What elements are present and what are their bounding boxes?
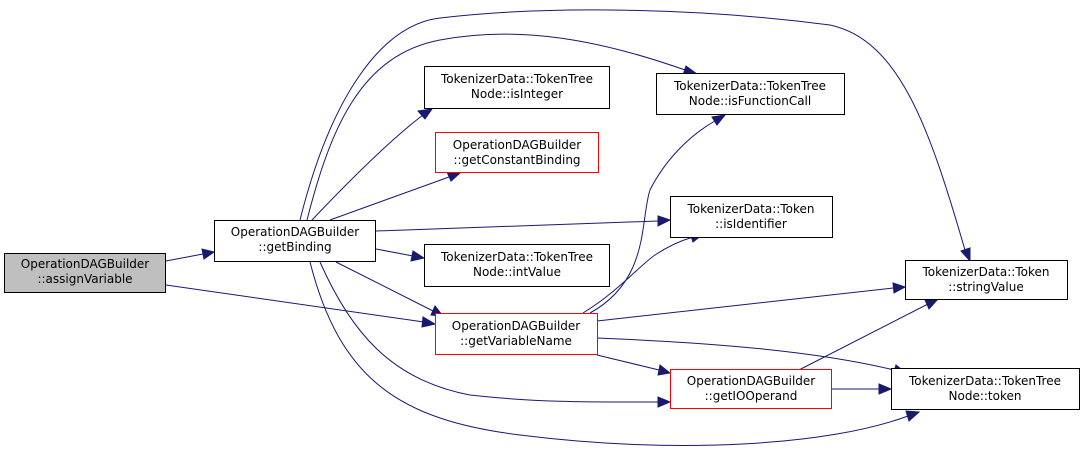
arrowhead: [657, 215, 672, 227]
arrowhead: [905, 410, 921, 422]
edges: [165, 9, 971, 446]
node-box: [214, 220, 376, 262]
node-label-line-1: TokenizerData::TokenTree: [673, 79, 826, 93]
arrowhead: [924, 298, 940, 310]
edge-get-variable-name-to-string-value: [596, 287, 894, 322]
edge-get-binding-to-get-variable-name: [335, 261, 434, 312]
nodes: OperationDAGBuilder ::assignVariable Ope…: [4, 66, 1080, 410]
edge-get-binding-to-get-io-operand: [319, 261, 659, 403]
node-label-line-2: ::getVariableName: [460, 334, 572, 348]
edge-get-variable-name-to-token: [596, 337, 895, 371]
node-get-io-operand[interactable]: OperationDAGBuilder ::getIOOperand: [670, 369, 832, 409]
arrowhead: [657, 396, 672, 408]
node-assign-variable[interactable]: OperationDAGBuilder ::assignVariable: [4, 253, 166, 293]
node-label-line-1: OperationDAGBuilder: [21, 257, 150, 271]
edge-get-variable-name-to-is-identifier: [582, 236, 694, 314]
node-box: [435, 313, 598, 355]
edge-get-binding-to-is-identifier: [375, 220, 659, 232]
node-label-line-1: TokenizerData::Token: [687, 202, 815, 216]
node-label-line-2: Node::isInteger: [471, 87, 563, 101]
arrowhead: [201, 248, 216, 260]
arrowhead: [421, 316, 437, 328]
arrowhead: [657, 364, 672, 376]
node-label-line-1: TokenizerData::TokenTree: [440, 250, 593, 264]
node-label-line-2: ::isIdentifier: [715, 217, 787, 231]
edge-get-variable-name-to-get-io-operand: [596, 354, 660, 371]
node-label-line-1: OperationDAGBuilder: [452, 319, 581, 333]
arrowhead: [446, 171, 462, 182]
node-is-identifier[interactable]: TokenizerData::Token ::isIdentifier: [670, 196, 833, 238]
node-label-line-1: OperationDAGBuilder: [231, 225, 360, 239]
node-label-line-1: OperationDAGBuilder: [687, 374, 816, 388]
node-box: [891, 368, 1080, 410]
edge-get-binding-to-is-function-call: [306, 33, 686, 221]
arrowhead: [417, 108, 434, 120]
edge-get-binding-to-get-constant-binding: [329, 176, 450, 221]
node-label-line-2: ::getConstantBinding: [453, 153, 580, 167]
node-get-variable-name[interactable]: OperationDAGBuilder ::getVariableName: [435, 313, 598, 355]
node-box: [656, 73, 845, 115]
node-label-line-2: ::getBinding: [258, 240, 331, 254]
node-label-line-1: TokenizerData::Token: [922, 265, 1050, 279]
node-label-line-2: Node::token: [949, 389, 1022, 403]
node-box: [435, 132, 599, 173]
arrowhead: [892, 282, 907, 294]
arrowhead: [410, 250, 426, 262]
edge-get-binding-to-is-integer: [311, 114, 424, 221]
node-is-function-call[interactable]: TokenizerData::TokenTree Node::isFunctio…: [656, 73, 845, 115]
node-get-binding[interactable]: OperationDAGBuilder ::getBinding: [214, 220, 376, 262]
edge-get-binding-to-int-value: [375, 248, 414, 257]
node-string-value[interactable]: TokenizerData::Token ::stringValue: [905, 260, 1068, 300]
node-label-line-2: ::getIOOperand: [705, 389, 798, 403]
arrowhead: [711, 114, 727, 126]
node-label-line-2: Node::isFunctionCall: [689, 94, 811, 108]
node-label-line-2: Node::intValue: [473, 265, 561, 279]
node-int-value[interactable]: TokenizerData::TokenTree Node::intValue: [424, 244, 610, 287]
node-label-line-1: TokenizerData::TokenTree: [440, 72, 593, 86]
node-label-line-1: TokenizerData::TokenTree: [908, 374, 1061, 388]
node-token[interactable]: TokenizerData::TokenTree Node::token: [891, 368, 1080, 410]
arrowhead: [960, 247, 971, 263]
node-box: [670, 369, 832, 409]
edge-assign-variable-to-get-binding: [165, 253, 204, 262]
edge-assign-variable-to-get-variable-name: [165, 284, 425, 323]
node-label-line-2: ::stringValue: [948, 280, 1024, 294]
edge-get-binding-to-token: [309, 261, 909, 446]
node-is-integer[interactable]: TokenizerData::TokenTree Node::isInteger: [424, 66, 610, 109]
node-box: [424, 66, 610, 109]
edge-get-binding-to-string-value: [299, 9, 966, 251]
node-box: [424, 244, 610, 287]
edge-get-io-operand-to-string-value: [794, 303, 929, 373]
node-get-constant-binding[interactable]: OperationDAGBuilder ::getConstantBinding: [435, 132, 599, 173]
node-label-line-1: OperationDAGBuilder: [453, 138, 582, 152]
arrowhead: [878, 383, 893, 395]
node-box: [905, 260, 1068, 300]
node-box: [4, 253, 166, 293]
node-box: [670, 196, 833, 238]
node-label-line-2: ::assignVariable: [37, 272, 132, 286]
